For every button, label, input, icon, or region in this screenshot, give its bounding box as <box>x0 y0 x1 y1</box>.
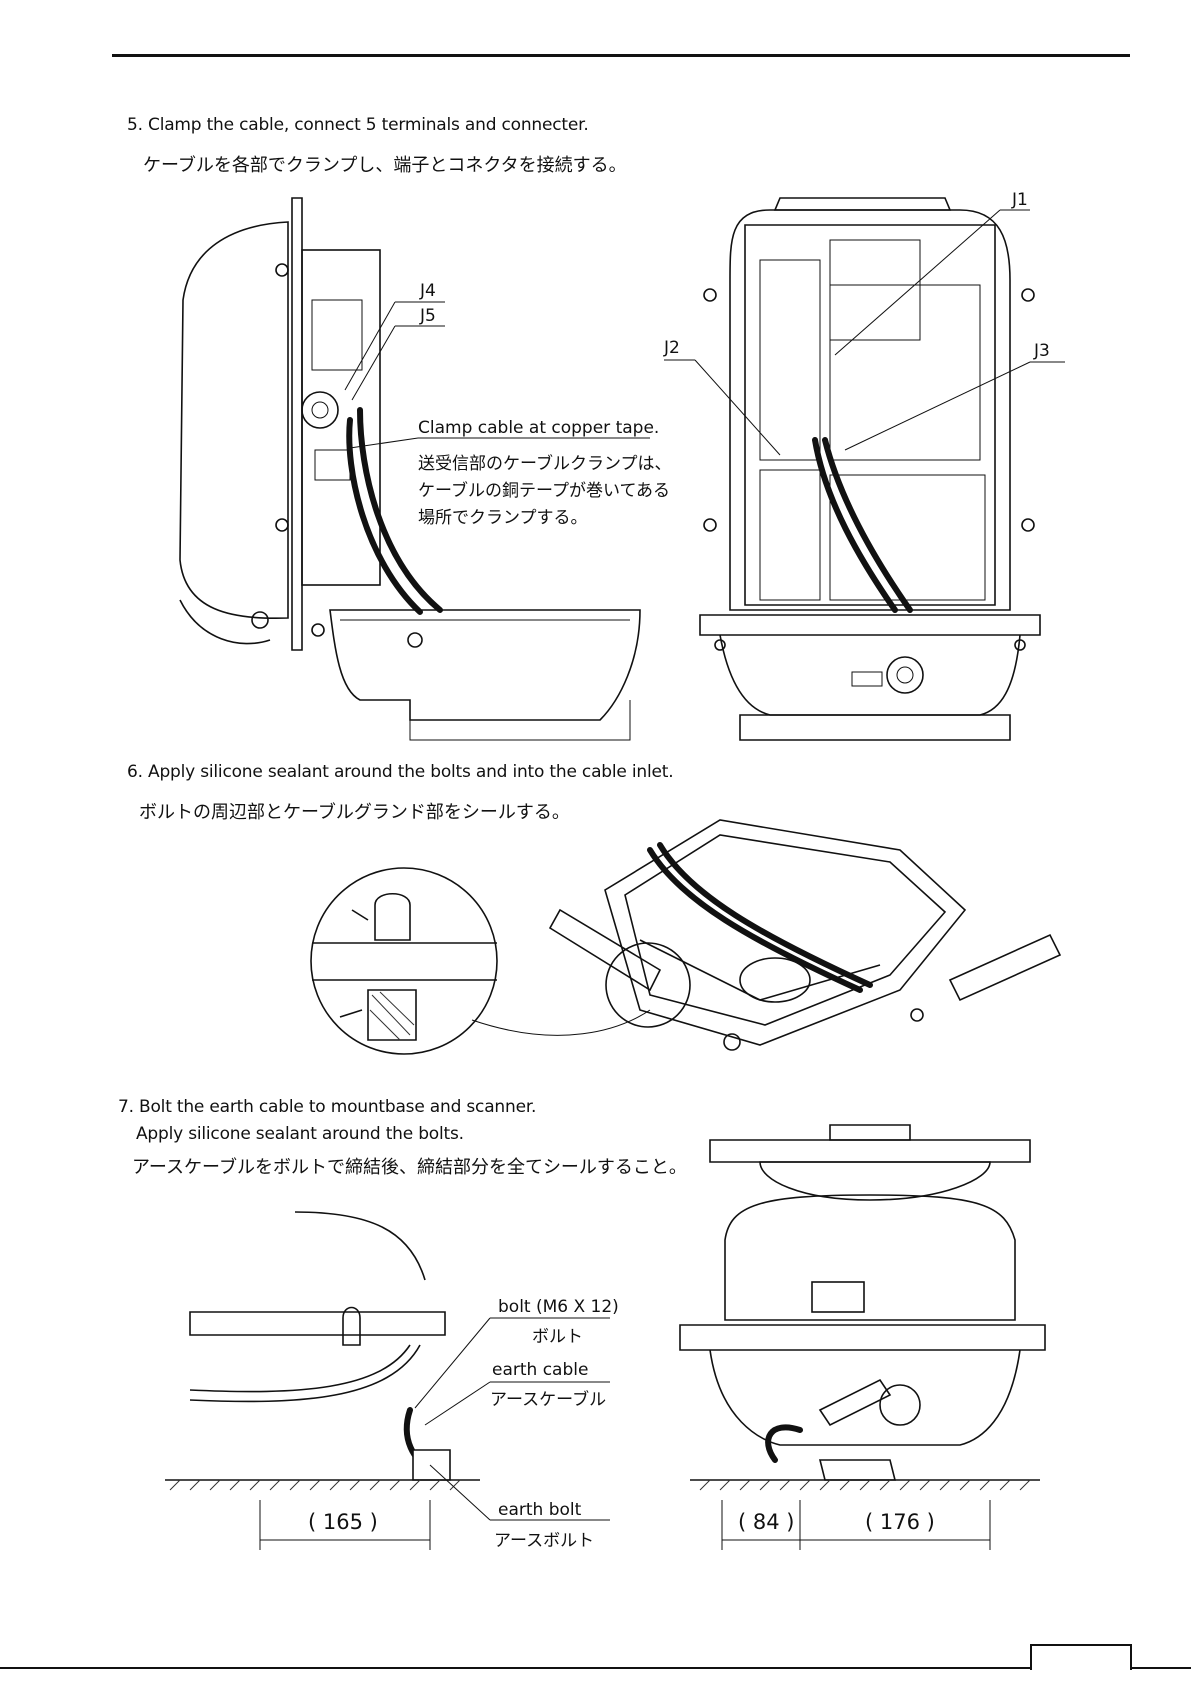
footer-rule <box>0 1667 1191 1669</box>
clamp-note-jp-line2: ケーブルの銅テープが巻いてある <box>418 481 670 501</box>
earth-cable-label-jp: アースケーブル <box>490 1390 607 1410</box>
step5-instruction-jp: ケーブルを各部でクランプし、端子とコネクタを接続する。 <box>143 155 627 176</box>
fig5-side-view-drawing <box>179 197 641 741</box>
step7-instruction-en-1: 7. Bolt the earth cable to mountbase and… <box>118 1097 537 1117</box>
dimension-165: ( 165 ) <box>308 1510 378 1534</box>
clamp-note-jp-line1: 送受信部のケーブルクランプは、 <box>418 454 672 474</box>
connector-label-j5: J5 <box>420 306 436 326</box>
bolt-label-en: bolt (M6 X 12) <box>498 1297 619 1317</box>
connector-label-j1: J1 <box>1012 190 1028 210</box>
earth-cable-label-en: earth cable <box>492 1360 589 1380</box>
clamp-note-en: Clamp cable at copper tape. <box>418 418 660 438</box>
bolt-label-jp: ボルト <box>532 1327 583 1347</box>
step6-instruction-en: 6. Apply silicone sealant around the bol… <box>127 762 674 782</box>
step7-instruction-en-2: Apply silicone sealant around the bolts. <box>136 1124 464 1144</box>
fig7-front-mount-drawing <box>679 1124 1046 1550</box>
connector-label-j2: J2 <box>664 338 680 358</box>
step5-instruction-en: 5. Clamp the cable, connect 5 terminals … <box>127 115 589 135</box>
earth-bolt-label-en: earth bolt <box>498 1500 582 1520</box>
fig6-sealant-drawing <box>310 819 1062 1055</box>
clamp-note-jp-line3: 場所でクランプする。 <box>418 508 588 528</box>
page-number-tab <box>1030 1644 1132 1670</box>
step6-instruction-jp: ボルトの周辺部とケーブルグランド部をシールする。 <box>139 802 570 823</box>
header-rule <box>112 54 1130 57</box>
dimension-84: ( 84 ) <box>738 1510 795 1534</box>
dimension-176: ( 176 ) <box>865 1510 935 1534</box>
connector-label-j4: J4 <box>420 281 436 301</box>
fig7-side-mount-drawing <box>165 1211 480 1550</box>
connector-label-j3: J3 <box>1034 341 1050 361</box>
step7-instruction-jp: アースケーブルをボルトで締結後、締結部分を全てシールすること。 <box>132 1157 687 1178</box>
fig5-front-view-drawing <box>699 197 1041 741</box>
earth-bolt-label-jp: アースボルト <box>494 1531 595 1551</box>
